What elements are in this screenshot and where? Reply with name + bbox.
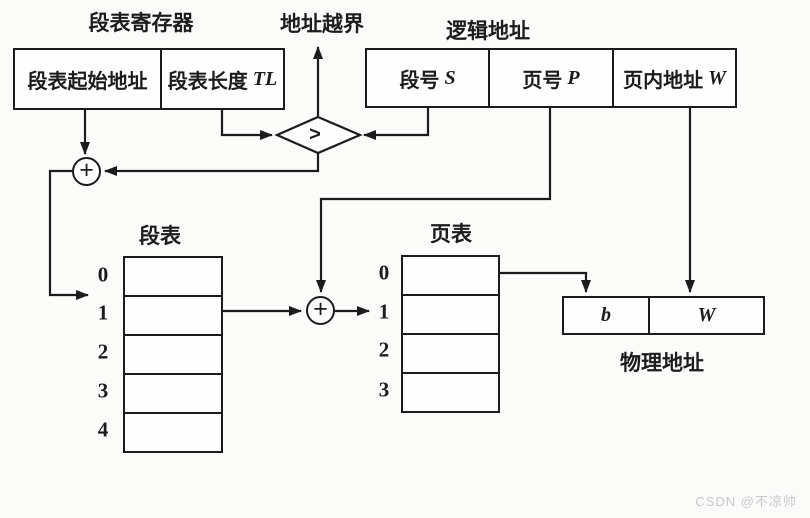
segment-table-row (125, 258, 221, 297)
logical-address-box: 段号 S 页号 P 页内地址 W (365, 48, 737, 108)
segment-length-label: 段表长度 (167, 70, 248, 93)
page-row-index: 3 (378, 377, 390, 402)
physical-offset-cell: W (648, 298, 763, 333)
segment-length-var: TL (252, 67, 278, 90)
page-row-index: 2 (378, 337, 390, 362)
page-table-row (403, 296, 498, 335)
line-seg-length-to-comparator (220, 110, 273, 140)
segment-start-address-label: 段表起始地址 (27, 70, 148, 93)
segment-row-index: 1 (97, 300, 109, 325)
segment-table-row (125, 375, 221, 414)
segment-table-row (125, 336, 221, 375)
segment-table (123, 256, 223, 453)
page-table-row (403, 374, 498, 411)
line-seg-adder-to-seg-table (48, 169, 89, 300)
page-number-cell: 页号 P (488, 50, 612, 106)
segment-register-title: 段表寄存器 (88, 12, 194, 35)
page-number-label: 页号 (522, 69, 563, 92)
logical-address-title: 逻辑地址 (446, 20, 530, 43)
page-table-row (403, 257, 498, 296)
line-segno-to-comparator (363, 108, 430, 140)
physical-address-box: b W (562, 296, 765, 335)
segment-register-box: 段表起始地址 段表长度 TL (13, 48, 285, 110)
page-table-title: 页表 (430, 223, 472, 246)
page-offset-var: W (708, 66, 726, 89)
page-adder-plus: + (313, 295, 328, 323)
segment-adder-icon: + (72, 157, 101, 186)
segment-table-title: 段表 (139, 225, 181, 248)
page-table-row (403, 335, 498, 374)
page-offset-cell: 页内地址 W (612, 50, 735, 106)
page-offset-label: 页内地址 (623, 69, 704, 92)
segment-start-address-cell: 段表起始地址 (15, 50, 160, 108)
physical-address-title: 物理地址 (620, 352, 704, 375)
block-number-cell: b (564, 298, 648, 333)
segment-adder-plus: + (79, 156, 94, 184)
address-overflow-label: 地址越界 (280, 13, 364, 36)
csdn-watermark: CSDN @不凉帅 (695, 494, 797, 509)
line-page-table-to-block (500, 271, 591, 293)
segment-table-row (125, 414, 221, 451)
segment-number-var: S (444, 66, 456, 89)
comparator-symbol: > (309, 123, 321, 146)
line-comparator-to-seg-adder (104, 153, 320, 176)
segment-row-index: 3 (97, 378, 109, 403)
page-number-var: P (567, 66, 580, 89)
page-row-index: 0 (378, 260, 390, 285)
page-adder-icon: + (306, 296, 335, 325)
segment-table-row (125, 297, 221, 336)
segment-number-label: 段号 (399, 69, 440, 92)
line-pageno-to-page-adder (316, 108, 552, 293)
page-row-index: 1 (378, 299, 390, 324)
physical-offset-var: W (697, 304, 716, 326)
block-number-var: b (601, 304, 611, 326)
page-table (401, 255, 500, 413)
segment-length-cell: 段表长度 TL (160, 50, 283, 108)
comparator-diamond (274, 115, 363, 155)
segment-row-index: 0 (97, 262, 109, 287)
segment-number-cell: 段号 S (367, 50, 488, 106)
segment-row-index: 4 (97, 417, 109, 442)
segment-row-index: 2 (97, 339, 109, 364)
